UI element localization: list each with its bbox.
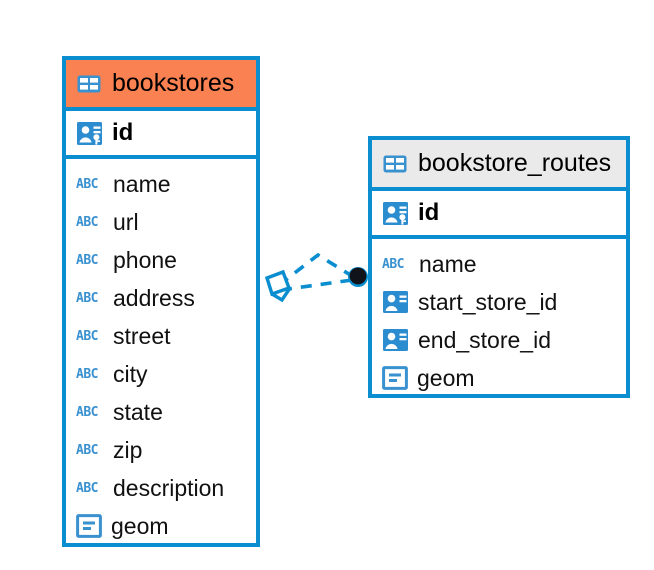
column-row[interactable]: ABC name [372,245,626,283]
column-row[interactable]: ABC city [66,355,256,393]
column-row[interactable]: ABC phone [66,241,256,279]
foreign-key-icon [383,329,408,351]
column-label: geom [111,512,169,539]
relationship-line-upper [277,252,353,287]
entity-title: bookstore_routes [418,149,612,177]
primary-key-row-bookstores[interactable]: id [66,111,256,159]
column-row[interactable]: ABC street [66,317,256,355]
column-row[interactable]: geom [66,507,256,545]
text-field-icon: ABC [76,252,98,268]
text-field-icon: ABC [382,256,404,272]
column-row[interactable]: ABC address [66,279,256,317]
text-field-icon: ABC [76,404,98,420]
column-label: zip [113,436,143,463]
primary-key-label: id [418,199,440,226]
geometry-icon [76,514,102,538]
primary-key-label: id [112,119,134,146]
entity-title: bookstores [112,69,235,97]
column-row[interactable]: end_store_id [372,321,626,359]
column-label: name [419,250,477,277]
column-label: url [113,208,139,235]
text-field-icon: ABC [76,176,98,192]
filled-circle-endpoint-icon [348,267,368,287]
entity-header-bookstores[interactable]: bookstores [66,60,256,111]
column-label: geom [417,364,475,391]
primary-key-icon [77,121,102,145]
entity-bookstores[interactable]: bookstores id ABC name ABC url [62,56,260,547]
table-icon [77,75,101,92]
text-field-icon: ABC [76,366,98,382]
column-row[interactable]: start_store_id [372,283,626,321]
column-row[interactable]: ABC name [66,165,256,203]
relationship-line-lower [280,278,353,292]
column-row[interactable]: ABC state [66,393,256,431]
text-field-icon: ABC [76,480,98,496]
primary-key-row-bookstore-routes[interactable]: id [372,191,626,239]
table-icon [383,155,407,172]
column-list-bookstore-routes: ABC name start_store_id [372,239,626,405]
column-label: end_store_id [418,326,551,353]
column-row[interactable]: ABC zip [66,431,256,469]
foreign-key-icon [383,291,408,313]
column-label: address [113,284,195,311]
text-field-icon: ABC [76,290,98,306]
column-label: state [113,398,163,425]
text-field-icon: ABC [76,214,98,230]
entity-header-bookstore-routes[interactable]: bookstore_routes [372,140,626,191]
geometry-icon [382,366,408,390]
column-label: description [113,474,225,501]
column-label: street [113,322,171,349]
primary-key-icon [383,201,408,225]
column-label: name [113,170,171,197]
text-field-icon: ABC [76,328,98,344]
column-label: phone [113,246,177,273]
column-row[interactable]: ABC url [66,203,256,241]
column-label: start_store_id [418,288,558,315]
text-field-icon: ABC [76,442,98,458]
entity-bookstore-routes[interactable]: bookstore_routes id ABC name [368,136,630,398]
crows-foot-diamond-icon [264,269,292,303]
column-list-bookstores: ABC name ABC url ABC phone ABC address A… [66,159,256,553]
column-row[interactable]: ABC description [66,469,256,507]
column-label: city [113,360,148,387]
column-row[interactable]: geom [372,359,626,397]
